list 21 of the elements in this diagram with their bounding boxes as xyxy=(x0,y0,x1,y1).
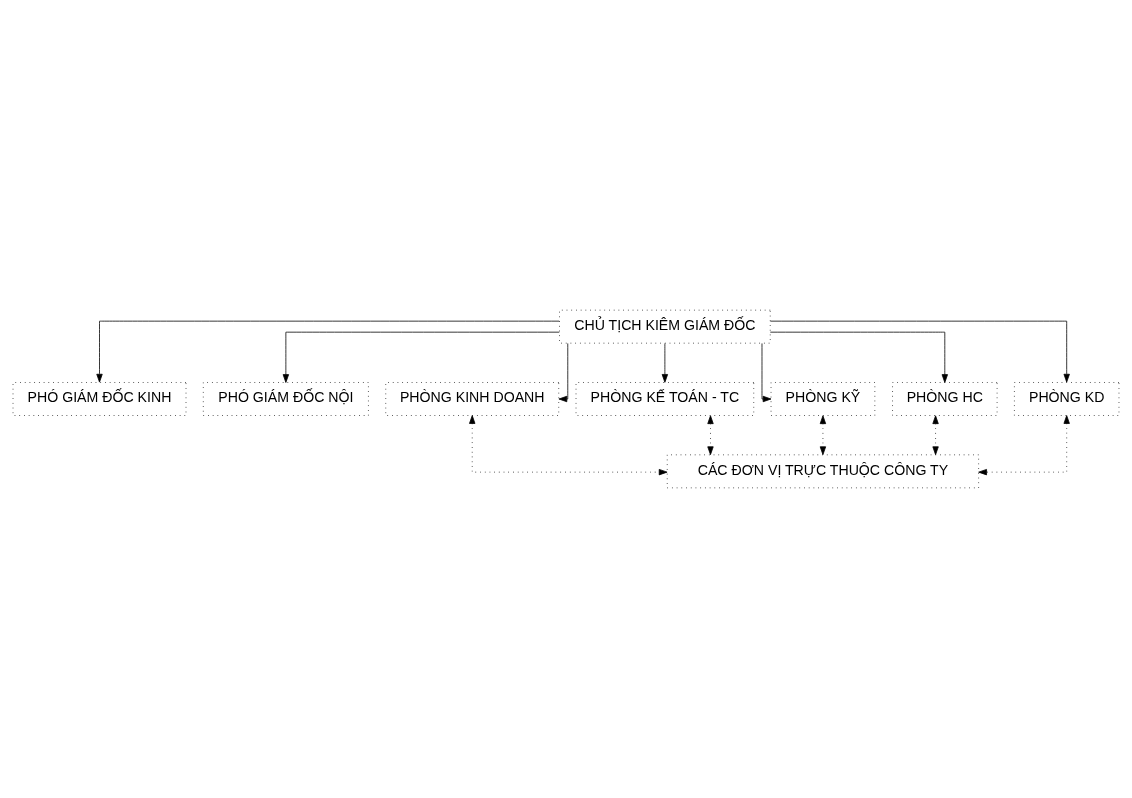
node-box: PHÒNG HC xyxy=(892,382,998,416)
arrow xyxy=(932,415,939,456)
arrow xyxy=(469,415,668,476)
arrow xyxy=(96,320,560,383)
node-box: CÁC ĐƠN VỊ TRỰC THUỘC CÔNG TY xyxy=(666,454,979,489)
arrow xyxy=(707,415,714,456)
node-box: PHÒNG KD xyxy=(1014,382,1120,416)
node-box: PHÒNG KINH DOANH xyxy=(385,382,560,416)
node-box: PHÓ GIÁM ĐỐC NỘI xyxy=(202,382,369,416)
node-box: PHÒNG KẾ TOÁN - TC xyxy=(575,382,755,416)
node-box: CHỦ TỊCH KIÊM GIÁM ĐỐC xyxy=(559,309,771,344)
arrow xyxy=(978,415,1070,476)
arrow xyxy=(819,415,827,456)
arrow xyxy=(282,331,560,383)
arrow xyxy=(770,320,1070,383)
arrow xyxy=(661,343,669,383)
node-box: PHÒNG KỸ xyxy=(770,382,876,416)
arrow xyxy=(769,331,948,383)
arrow xyxy=(558,343,569,403)
node-box: PHÓ GIÁM ĐỐC KINH xyxy=(12,382,187,416)
arrow xyxy=(761,343,772,403)
